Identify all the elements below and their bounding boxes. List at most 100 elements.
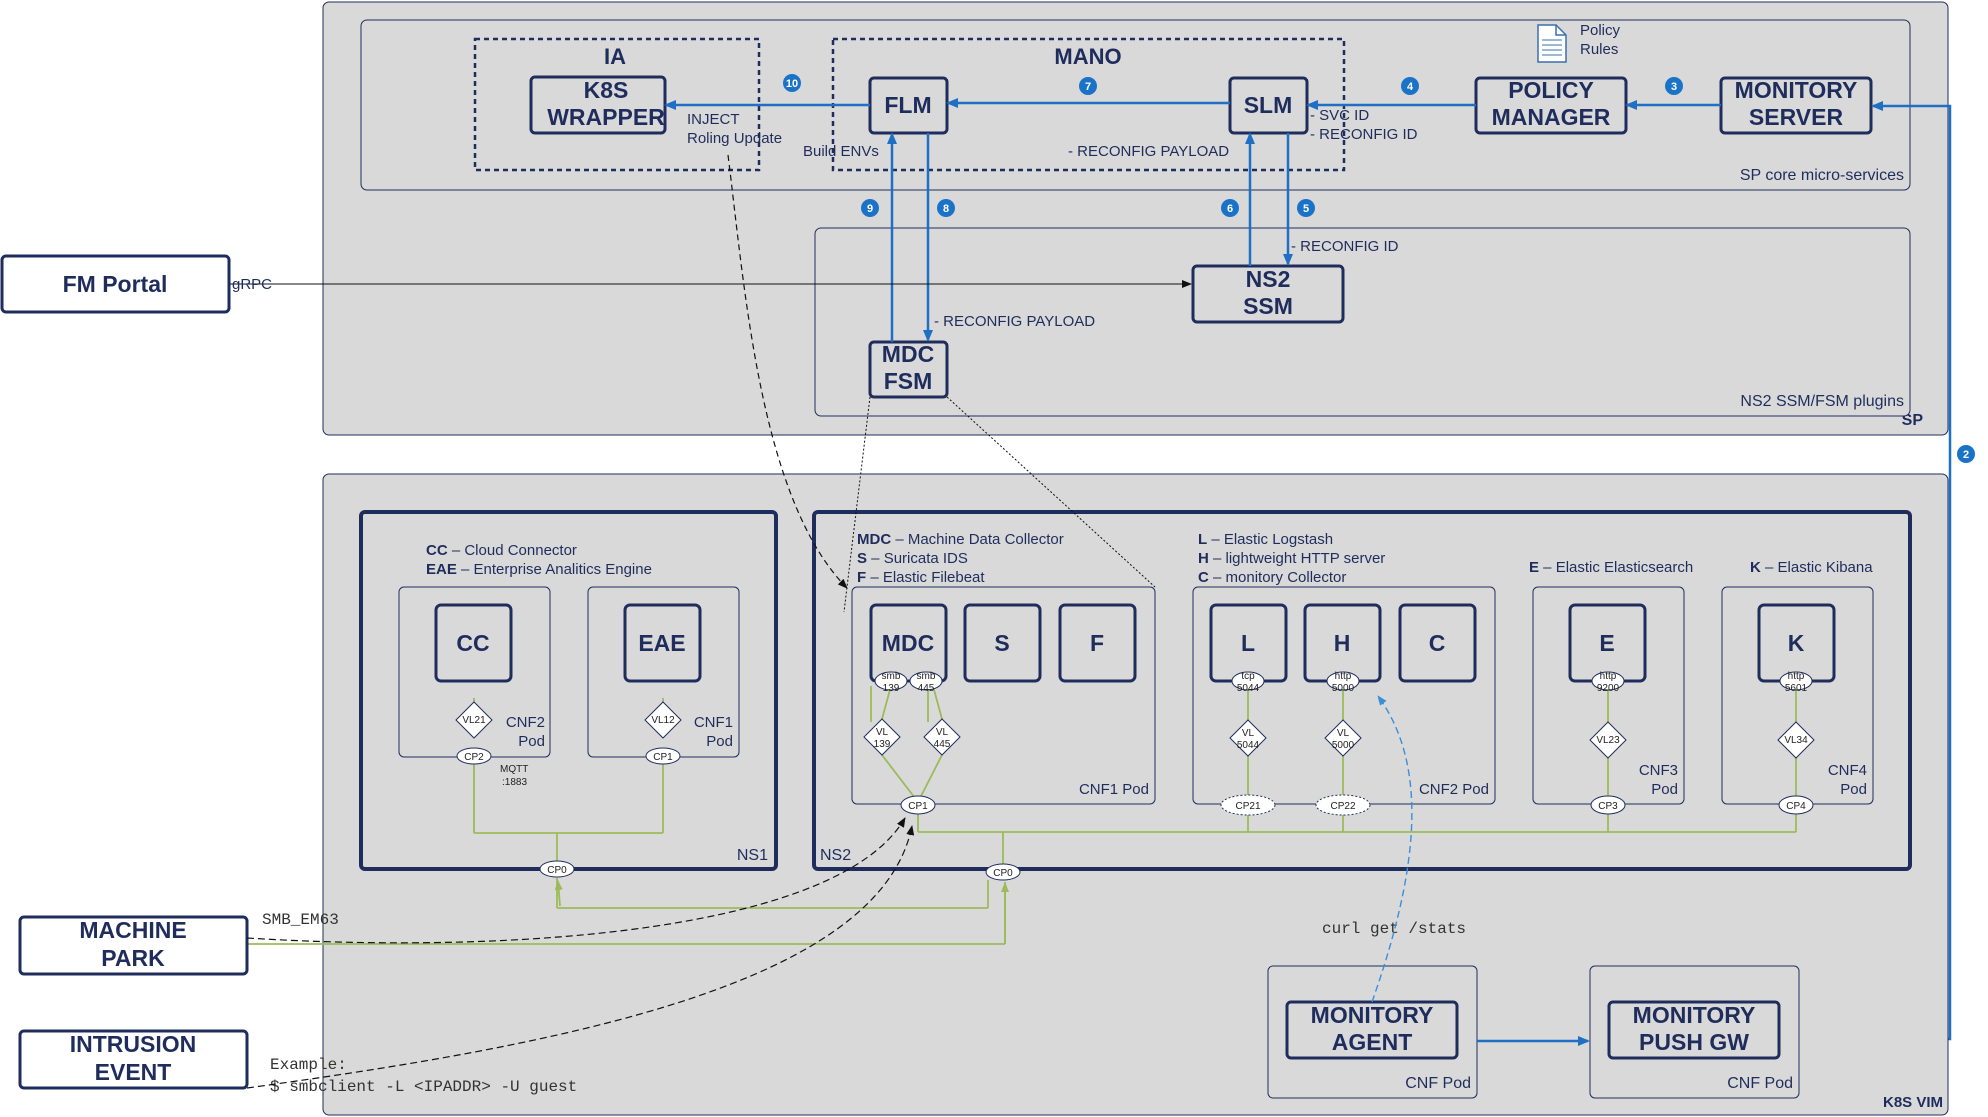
svg-text:F – Elastic Filebeat: F – Elastic Filebeat bbox=[857, 569, 985, 586]
http-container[interactable]: H bbox=[1303, 603, 1382, 683]
svg-text:VL34: VL34 bbox=[1784, 735, 1808, 746]
ia-title: IA bbox=[604, 44, 626, 69]
vl21-diamond: VL21 bbox=[455, 701, 493, 739]
svg-text:5044: 5044 bbox=[1237, 740, 1260, 751]
legend-ns2-mdc: MDC – Machine Data Collector S – Suricat… bbox=[857, 531, 1064, 586]
kibana-container[interactable]: K bbox=[1757, 603, 1836, 683]
arrow-into-cp0-ns1 bbox=[554, 880, 563, 907]
reconfig-id-top-label: - RECONFIG ID bbox=[1310, 126, 1418, 143]
legend-ns2-kibana: K – Elastic Kibana bbox=[1750, 559, 1873, 576]
suricata-container[interactable]: S bbox=[963, 603, 1042, 683]
svg-text:E – Elastic Elasticsearch: E – Elastic Elasticsearch bbox=[1529, 559, 1693, 576]
intrusion-event-label-1: INTRUSION bbox=[70, 1031, 197, 1057]
cp4-port: CP4 bbox=[1778, 795, 1814, 815]
machine-park-box[interactable] bbox=[18, 915, 249, 976]
mdc-container[interactable]: MDC bbox=[869, 603, 948, 683]
svg-text:4: 4 bbox=[1407, 81, 1414, 93]
reconfig-payload-top-label: - RECONFIG PAYLOAD bbox=[1068, 143, 1229, 160]
ns2-label: NS2 bbox=[820, 847, 851, 864]
vl34-diamond: VL34 bbox=[1777, 721, 1815, 759]
step-badge-8: 8 bbox=[937, 199, 955, 217]
svg-text:http: http bbox=[1788, 671, 1805, 682]
mqtt-label-2: :1883 bbox=[502, 777, 527, 788]
svg-text:MDC: MDC bbox=[882, 630, 934, 656]
svg-text:VL: VL bbox=[936, 727, 949, 738]
svg-text:3: 3 bbox=[1671, 81, 1677, 93]
svg-text:VL: VL bbox=[1337, 728, 1350, 739]
step-badge-3: 3 bbox=[1665, 77, 1683, 95]
reconfig-payload-mid-label: - RECONFIG PAYLOAD bbox=[934, 313, 1095, 330]
monitory-server-label-2: SERVER bbox=[1749, 104, 1844, 130]
step-badge-6: 6 bbox=[1221, 199, 1239, 217]
cp1-ns2-port: CP1 bbox=[900, 795, 936, 815]
slm-label: SLM bbox=[1244, 92, 1293, 118]
svg-text:2: 2 bbox=[1963, 449, 1969, 461]
machine-park-label-1: MACHINE bbox=[79, 917, 186, 943]
cp21-port: CP21 bbox=[1220, 794, 1276, 816]
svg-text:VL: VL bbox=[876, 727, 889, 738]
svg-text:8: 8 bbox=[943, 203, 949, 215]
monitory-agent-label-2: AGENT bbox=[1332, 1029, 1413, 1055]
example-label: Example: bbox=[270, 1056, 347, 1074]
svg-text:CP1: CP1 bbox=[908, 801, 928, 812]
svg-text:5601: 5601 bbox=[1785, 683, 1808, 694]
cnf2-pod-ns2-label: CNF2 Pod bbox=[1419, 781, 1489, 798]
cnf-pod-pushgw-label: CNF Pod bbox=[1727, 1075, 1793, 1092]
svg-text:S: S bbox=[994, 630, 1009, 656]
elasticsearch-container[interactable]: E bbox=[1568, 603, 1647, 683]
mdc-fsm-box[interactable] bbox=[868, 340, 949, 399]
svg-text:7: 7 bbox=[1085, 81, 1091, 93]
flow-agent-curl-http bbox=[1371, 695, 1413, 1003]
cp0-ns2-port: CP0 bbox=[985, 863, 1021, 881]
legend-ns1: CC – Cloud Connector EAE – Enterprise An… bbox=[426, 542, 652, 578]
ns2-ssm-box[interactable] bbox=[1191, 264, 1345, 324]
svg-text:445: 445 bbox=[934, 739, 951, 750]
cp1-ns1-port: CP1 bbox=[645, 747, 681, 765]
smb-em63-label: SMB_EM63 bbox=[262, 911, 339, 929]
mano-title: MANO bbox=[1054, 44, 1121, 69]
fm-portal-box[interactable] bbox=[0, 254, 231, 314]
svg-text:C: C bbox=[1429, 630, 1446, 656]
svg-text:MDC – Machine Data Collector: MDC – Machine Data Collector bbox=[857, 531, 1064, 548]
svg-text:http: http bbox=[1335, 671, 1352, 682]
svg-text:CP3: CP3 bbox=[1598, 801, 1618, 812]
collector-container[interactable]: C bbox=[1398, 603, 1477, 683]
fsm-link-left bbox=[843, 396, 871, 613]
svg-text:K: K bbox=[1788, 630, 1805, 656]
cnf1-pod-ns2-label: CNF1 Pod bbox=[1079, 781, 1149, 798]
mdc-fsm-label-1: MDC bbox=[882, 341, 934, 367]
logstash-container[interactable]: L bbox=[1209, 603, 1288, 683]
mdc-fsm-label-2: FSM bbox=[884, 368, 933, 394]
cnf4-pod-label-1: CNF4 bbox=[1828, 762, 1867, 779]
svg-text:H: H bbox=[1334, 630, 1351, 656]
svg-text:tcp: tcp bbox=[1241, 671, 1255, 682]
step-badge-9: 9 bbox=[861, 199, 879, 217]
svg-text:5: 5 bbox=[1303, 203, 1309, 215]
svg-text:smb: smb bbox=[917, 671, 936, 682]
filebeat-container[interactable]: F bbox=[1058, 603, 1137, 683]
cnf3-pod-label-1: CNF3 bbox=[1639, 762, 1678, 779]
cnf-pod-agent-label: CNF Pod bbox=[1405, 1075, 1471, 1092]
svg-text:5044: 5044 bbox=[1237, 683, 1260, 694]
svg-text:CP0: CP0 bbox=[993, 868, 1013, 879]
k8s-vim-label: K8S VIM bbox=[1883, 1094, 1943, 1111]
monitory-push-gw-label-2: PUSH GW bbox=[1639, 1029, 1749, 1055]
svg-text:CP1: CP1 bbox=[653, 752, 673, 763]
cp2-port: CP2 bbox=[456, 747, 492, 765]
eae-container[interactable]: EAE bbox=[623, 603, 702, 683]
svc-id-label: - SVC ID bbox=[1310, 107, 1369, 124]
intrusion-event-box[interactable] bbox=[18, 1029, 249, 1090]
policy-manager-label-1: POLICY bbox=[1508, 77, 1594, 103]
k8s-wrapper-label-2: WRAPPER bbox=[547, 104, 665, 130]
cc-container[interactable]: CC bbox=[434, 603, 513, 683]
k8s-wrapper-label-1: K8S bbox=[584, 77, 629, 103]
svg-text:139: 139 bbox=[874, 739, 891, 750]
svg-text:10: 10 bbox=[786, 78, 798, 90]
monitory-push-gw-box[interactable] bbox=[1607, 1000, 1781, 1060]
build-envs-label: Build ENVs bbox=[803, 143, 879, 160]
policy-rules-label-1: Policy bbox=[1580, 22, 1621, 39]
